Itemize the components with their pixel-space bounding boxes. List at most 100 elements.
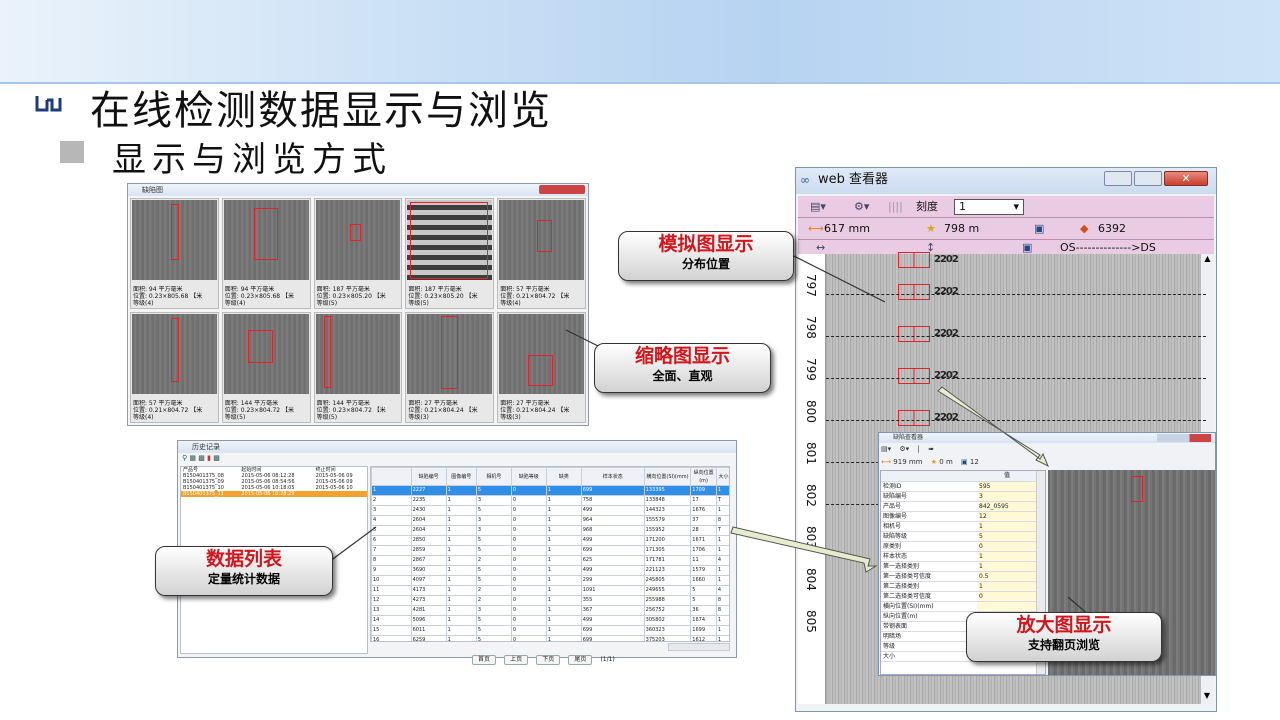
caption-line: 位置: 0.21×804.24 【米 xyxy=(408,407,478,414)
thumbnail-item[interactable]: 面积: 27 平方毫米位置: 0.21×804.24 【米等级(3) xyxy=(405,312,495,423)
thumbnail-item[interactable]: 面积: 27 平方毫米位置: 0.21×804.24 【米等级(3) xyxy=(497,312,586,423)
property-value: 0 xyxy=(977,541,1037,552)
thumbnail-item[interactable]: 面积: 94 平方毫米位置: 0.23×805.68 【米等级(4) xyxy=(221,198,311,309)
thumbnail-item[interactable]: 面积: 187 平方毫米位置: 0.23×805.20 【米等级(5) xyxy=(313,198,403,309)
thumbnail-item[interactable]: 面积: 144 平方毫米位置: 0.23×804.72 【米等级(5) xyxy=(221,312,311,423)
table-cell: 3 xyxy=(371,505,412,516)
column-header[interactable]: 相机号 xyxy=(475,467,512,486)
column-header[interactable]: 样本状态 xyxy=(580,467,645,486)
table-cell: 0 xyxy=(510,605,547,616)
defect-box[interactable] xyxy=(898,326,930,342)
column-header[interactable]: 缺类 xyxy=(545,467,582,486)
callout-heading: 模拟图显示 xyxy=(658,233,754,255)
defect-box[interactable] xyxy=(898,252,930,268)
thumbnail-item[interactable]: 面积: 57 平方毫米位置: 0.21×804.72 【米等级(4) xyxy=(130,312,219,423)
prev-page-button[interactable]: 上页 xyxy=(504,655,529,665)
column-header[interactable]: 横向位置(SI)(mm) xyxy=(643,467,692,486)
table-cell: 144323 xyxy=(643,505,692,516)
scroll-up-icon[interactable]: ▲ xyxy=(1204,254,1211,263)
tools-icon[interactable]: ⚙▾ xyxy=(854,200,870,213)
window-controls[interactable] xyxy=(539,185,585,194)
column-header[interactable]: 图像编号 xyxy=(445,467,477,486)
open-icon[interactable]: ▤▾ xyxy=(810,200,826,213)
open-icon[interactable]: ▤▾ xyxy=(881,445,892,453)
defect-box[interactable] xyxy=(898,410,930,426)
column-header[interactable]: 大小 xyxy=(715,467,729,486)
column-header[interactable]: 缺陷等级 xyxy=(510,467,547,486)
thumbnail-item[interactable]: 面积: 144 平方毫米位置: 0.23×804.72 【米等级(5) xyxy=(313,312,403,423)
chart-icon[interactable]: ▮ xyxy=(207,454,211,462)
close-button[interactable]: ✕ xyxy=(1164,171,1208,186)
table-cell: 5 xyxy=(475,565,512,576)
grid-icon[interactable]: ▩ xyxy=(213,454,220,462)
grid-scrollbar[interactable] xyxy=(1036,471,1045,674)
scroll-down-icon[interactable]: ▼ xyxy=(1203,691,1211,700)
defect-box[interactable] xyxy=(898,368,930,384)
first-page-button[interactable]: 首页 xyxy=(472,655,497,665)
separator: | xyxy=(917,445,920,453)
filter-icon[interactable]: ▦ xyxy=(189,454,196,462)
next-page-button[interactable]: 下页 xyxy=(536,655,561,665)
export-icon[interactable]: ▩ xyxy=(198,454,205,462)
thumbnail-item[interactable]: 面积: 187 平方毫米位置: 0.23×805.20 【米等级(5) xyxy=(405,198,495,309)
minimize-button[interactable] xyxy=(1104,171,1132,186)
web-viewer-title-text: web 查看器 xyxy=(818,172,889,187)
column-header[interactable] xyxy=(371,467,412,486)
tools-icon[interactable]: ⚙▾ xyxy=(899,445,910,453)
table-cell: 299 xyxy=(580,575,645,586)
scale-select[interactable]: 1 ▾ xyxy=(954,199,1024,215)
property-row[interactable]: 横向位置(SI)(mm) xyxy=(881,601,1037,612)
window-controls[interactable] xyxy=(1157,434,1211,442)
caption-line: 等级(5) xyxy=(316,414,338,421)
caption-line: 等级(4) xyxy=(133,300,154,307)
search-icon[interactable]: ⚲ xyxy=(182,454,188,462)
table-cell: 171305 xyxy=(643,545,692,556)
column-header[interactable]: 缺陷编号 xyxy=(410,467,447,486)
column-header[interactable]: 纵向位置(m) xyxy=(690,467,717,486)
next-icon[interactable]: ➠ xyxy=(928,445,934,453)
thumbnail-item[interactable]: 面积: 94 平方毫米位置: 0.23×805.68 【米等级(4) xyxy=(130,198,219,309)
table-cell: 0 xyxy=(510,545,547,556)
table-cell: 2850 xyxy=(410,535,447,546)
vertical-arrows-icon[interactable]: ↕ xyxy=(926,241,936,254)
last-page-button[interactable]: 尾页 xyxy=(568,655,593,665)
maximize-button[interactable] xyxy=(1134,171,1162,186)
defect-box[interactable] xyxy=(898,284,930,300)
thumbnail-item[interactable]: 面积: 57 平方毫米位置: 0.21×804.72 【米等级(4) xyxy=(497,198,586,309)
table-scrollbar[interactable] xyxy=(668,643,730,651)
table-cell: T xyxy=(715,525,729,536)
